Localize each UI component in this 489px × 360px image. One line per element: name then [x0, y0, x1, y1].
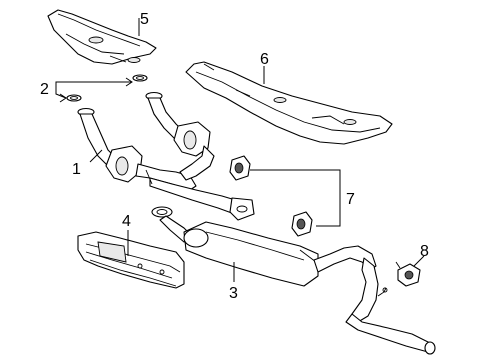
- upper-heat-shield-icon: [47, 9, 157, 65]
- callout-labels: 1 2 3 4 5 6 7 8: [40, 11, 429, 302]
- catalytic-converter-pipe-icon: [77, 91, 255, 221]
- gasket-icon: [66, 94, 82, 102]
- callout-1: 1: [72, 161, 81, 178]
- muffler-heat-shield-icon: [77, 231, 185, 289]
- underbody-heat-shield-icon: [185, 61, 393, 145]
- callout-3: 3: [229, 285, 238, 302]
- hanger-bracket-icon: [395, 261, 421, 287]
- rubber-hanger-icon: [291, 211, 313, 237]
- callout-8: 8: [420, 243, 429, 260]
- rubber-hanger-icon: [229, 155, 251, 181]
- callout-4: 4: [122, 213, 131, 230]
- callout-5: 5: [140, 11, 149, 28]
- leader-lines: [55, 18, 425, 282]
- muffler-icon: [151, 206, 436, 355]
- callout-6: 6: [260, 51, 269, 68]
- callout-2: 2: [40, 81, 49, 98]
- gasket-icon: [132, 74, 148, 82]
- callout-7: 7: [346, 191, 355, 208]
